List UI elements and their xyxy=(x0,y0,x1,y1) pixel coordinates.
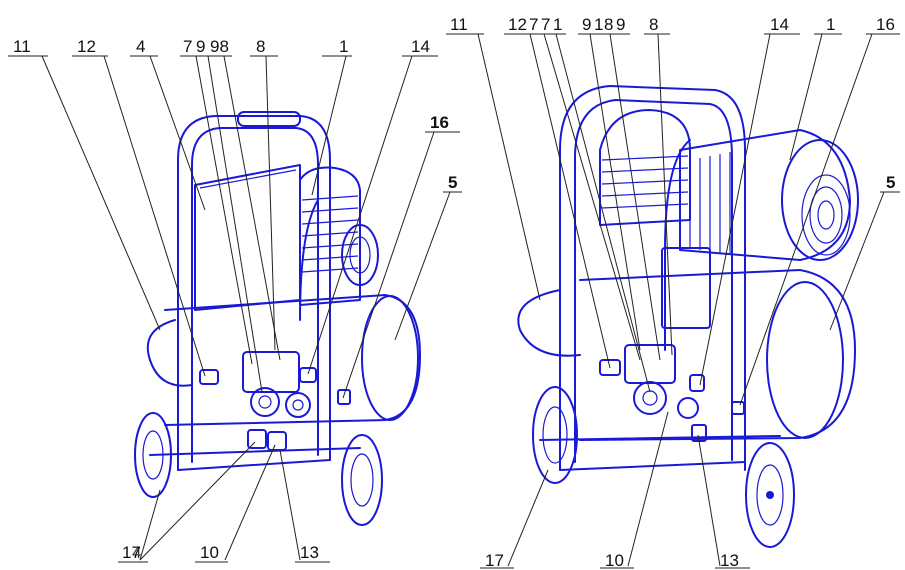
right-callouts: 11 12 7 7 1 9 1 8 9 8 14 1 16 xyxy=(446,15,900,570)
right-callout-17: 17 xyxy=(485,551,504,570)
right-callout-9a: 9 xyxy=(582,15,591,34)
left-callout-17: 17 xyxy=(122,543,141,562)
right-callout-1a: 1 xyxy=(553,15,562,34)
left-callout-4-bottom: 4 xyxy=(132,543,141,562)
left-callout-12: 12 xyxy=(77,37,96,56)
left-callout-1: 1 xyxy=(339,37,348,56)
right-callout-16: 16 xyxy=(876,15,895,34)
right-callout-11: 11 xyxy=(450,15,468,34)
right-compressor-drawing xyxy=(517,85,859,548)
right-callout-13: 13 xyxy=(720,551,739,570)
left-callout-4-top: 4 xyxy=(136,37,145,56)
right-callout-8a: 8 xyxy=(604,15,613,34)
left-callouts: 11 12 4 7 9 98 8 1 14 16 xyxy=(8,37,462,563)
left-callout-14: 14 xyxy=(411,37,430,56)
left-callout-7: 7 xyxy=(183,37,192,56)
right-callout-5: 5 xyxy=(886,173,895,192)
right-callout-1b: 1 xyxy=(594,15,603,34)
right-callout-7a: 7 xyxy=(529,15,538,34)
left-callout-98: 98 xyxy=(210,37,229,56)
left-callout-8: 8 xyxy=(256,37,265,56)
right-callout-7b: 7 xyxy=(541,15,550,34)
right-callout-8b: 8 xyxy=(649,15,658,34)
left-callout-16: 16 xyxy=(430,113,449,132)
right-callout-14: 14 xyxy=(770,15,789,34)
right-callout-9b: 9 xyxy=(616,15,625,34)
left-callout-10: 10 xyxy=(200,543,219,562)
left-callout-9: 9 xyxy=(196,37,205,56)
left-compressor-drawing xyxy=(134,111,421,526)
right-callout-12: 12 xyxy=(508,15,527,34)
right-callout-10: 10 xyxy=(605,551,624,570)
right-callout-1c: 1 xyxy=(826,15,835,34)
left-callout-13: 13 xyxy=(300,543,319,562)
left-callout-11: 11 xyxy=(13,37,31,56)
left-callout-5: 5 xyxy=(448,173,457,192)
